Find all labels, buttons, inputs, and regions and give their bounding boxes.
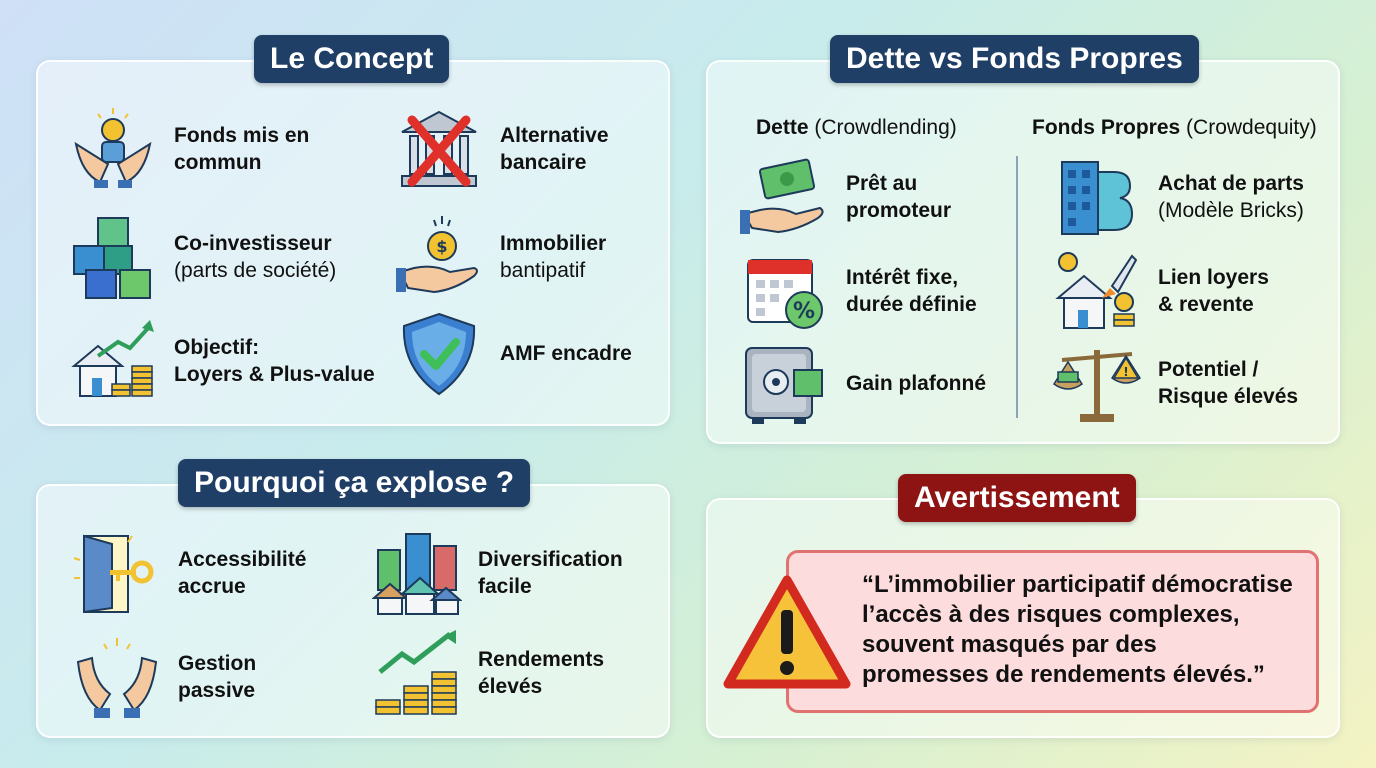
house-growth-icon bbox=[68, 316, 158, 406]
puzzle-blocks-icon bbox=[68, 212, 158, 302]
item-title: Accessibilité bbox=[178, 548, 307, 571]
buildings-icon bbox=[372, 528, 462, 618]
pourquoi-item-gestion: Gestion passive bbox=[72, 632, 256, 722]
scale-warning-icon: ! bbox=[1052, 338, 1142, 428]
item-title-2: durée définie bbox=[846, 293, 977, 316]
item-title-2: passive bbox=[178, 679, 256, 702]
fonds-item-lien: Lien loyers & revente bbox=[1052, 246, 1269, 336]
dette-heading-bold: Dette bbox=[756, 116, 809, 139]
safe-icon bbox=[740, 338, 830, 428]
item-title: Prêt au bbox=[846, 172, 918, 195]
item-title-2: bancaire bbox=[500, 151, 587, 174]
avertissement-title: Avertissement bbox=[898, 474, 1136, 522]
warning-box bbox=[786, 550, 1319, 713]
item-title: Gestion bbox=[178, 652, 257, 675]
item-title: Achat de parts bbox=[1158, 172, 1304, 195]
item-title-2: accrue bbox=[178, 575, 246, 598]
pourquoi-item-rendements: Rendements élevés bbox=[372, 628, 604, 718]
item-title-2: facile bbox=[478, 575, 532, 598]
item-title: Alternative bbox=[500, 124, 609, 147]
item-title-2: Loyers & Plus-value bbox=[174, 363, 375, 386]
svg-text:!: ! bbox=[1123, 365, 1128, 379]
item-title-2: & revente bbox=[1158, 293, 1254, 316]
fonds-heading-normal: (Crowdequity) bbox=[1180, 116, 1317, 139]
fonds-heading-bold: Fonds Propres bbox=[1032, 116, 1181, 139]
house-rocket-icon bbox=[1052, 246, 1142, 336]
dette-item-interet: % Intérêt fixe, durée définie bbox=[740, 246, 977, 336]
svg-text:$: $ bbox=[436, 237, 447, 256]
fonds-item-achat: Achat de parts (Modèle Bricks) bbox=[1052, 152, 1304, 242]
item-title: Immobilier bbox=[500, 232, 607, 255]
concept-item-alternative: Alternative bancaire bbox=[394, 104, 609, 194]
item-title: Potentiel / bbox=[1158, 358, 1259, 381]
column-divider bbox=[1016, 156, 1018, 418]
concept-panel bbox=[36, 60, 670, 426]
hand-dollar-icon: $ bbox=[394, 212, 484, 302]
svg-text:%: % bbox=[793, 299, 815, 324]
item-title: Rendements bbox=[478, 648, 605, 671]
fonds-item-potentiel: ! Potentiel / Risque élevés bbox=[1052, 338, 1298, 428]
item-title: Gain plafonné bbox=[846, 371, 987, 395]
bank-crossed-icon bbox=[394, 104, 484, 194]
dette-item-gain: Gain plafonné bbox=[740, 338, 986, 428]
item-title: Intérêt fixe, bbox=[846, 266, 959, 289]
dette-heading-normal: (Crowdlending) bbox=[808, 116, 957, 139]
item-title-2: Risque élevés bbox=[1158, 385, 1299, 408]
concept-item-amf: AMF encadre bbox=[394, 308, 632, 398]
concept-item-coinvestisseur: Co-investisseur (parts de société) bbox=[68, 212, 336, 302]
warning-quote: “L’immobilier participatif démocratise l… bbox=[862, 571, 1293, 688]
pourquoi-title: Pourquoi ça explose ? bbox=[178, 459, 531, 507]
pourquoi-item-diversification: Diversification facile bbox=[372, 528, 623, 618]
item-subtitle: (parts de société) bbox=[174, 259, 337, 282]
item-title: Fonds mis en bbox=[174, 124, 310, 147]
warning-triangle-icon bbox=[722, 574, 852, 690]
concept-item-fonds: Fonds mis en commun bbox=[68, 104, 309, 194]
item-title: Lien loyers bbox=[1158, 266, 1269, 289]
calendar-percent-icon: % bbox=[740, 246, 830, 336]
fonds-column-heading: Fonds Propres (Crowdequity) bbox=[1032, 116, 1317, 140]
item-title-2: promoteur bbox=[846, 199, 951, 222]
door-key-icon bbox=[72, 528, 162, 618]
pourquoi-item-accessibilite: Accessibilité accrue bbox=[72, 528, 306, 618]
hand-money-icon bbox=[740, 152, 830, 242]
dette-column-heading: Dette (Crowdlending) bbox=[756, 116, 957, 140]
open-hands-icon bbox=[72, 632, 162, 722]
coins-growth-icon bbox=[372, 628, 462, 718]
item-subtitle: (Modèle Bricks) bbox=[1158, 199, 1304, 222]
item-title-2: commun bbox=[174, 151, 262, 174]
concept-title: Le Concept bbox=[254, 35, 450, 83]
item-title: Co-investisseur bbox=[174, 232, 332, 255]
concept-item-immobilier: $ Immobilier bantipatif bbox=[394, 212, 606, 302]
building-b-icon bbox=[1052, 152, 1142, 242]
dette-title: Dette vs Fonds Propres bbox=[830, 35, 1199, 83]
item-title: Diversification bbox=[478, 548, 623, 571]
hands-coin-icon bbox=[68, 104, 158, 194]
item-title: Objectif: bbox=[174, 336, 260, 359]
concept-item-objectif: Objectif: Loyers & Plus-value bbox=[68, 316, 375, 406]
item-subtitle: bantipatif bbox=[500, 259, 586, 282]
shield-check-icon bbox=[394, 308, 484, 398]
item-title: AMF encadre bbox=[500, 341, 632, 365]
item-title-2: élevés bbox=[478, 675, 543, 698]
dette-item-pret: Prêt au promoteur bbox=[740, 152, 951, 242]
